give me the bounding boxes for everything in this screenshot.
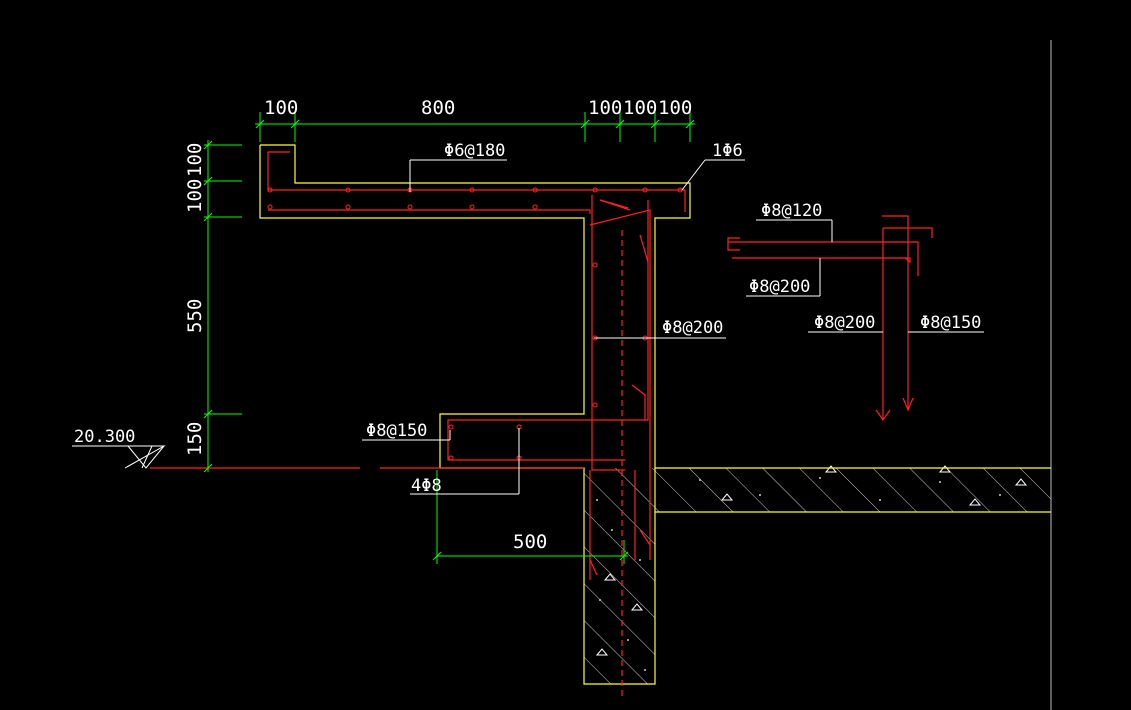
label-detail-right: Φ8@150: [920, 313, 981, 333]
concrete-hatch: [584, 465, 1051, 684]
dim-left-4: 150: [184, 422, 206, 456]
dim-top-4: 100: [623, 97, 657, 119]
dim-left-1: 100: [184, 143, 206, 177]
label-top-bar: Φ6@180: [444, 141, 505, 161]
dimensions-bottom: 500: [432, 470, 629, 564]
dimensions-top: 100 800 100 100 100: [255, 97, 695, 142]
label-edge-bar: 1Φ6: [712, 141, 743, 161]
dim-top-5: 100: [658, 97, 692, 119]
dim-left-2: 100: [184, 179, 206, 213]
rebar-detail: [727, 215, 933, 422]
dimensions-left: 100 100 550 150: [184, 140, 242, 473]
rebar: [150, 151, 686, 700]
label-detail-left: Φ8@200: [814, 313, 875, 333]
elevation-label: 20.300: [74, 427, 135, 447]
dim-top-1: 100: [264, 97, 298, 119]
label-wall-bar: Φ8@200: [662, 318, 723, 338]
label-detail-top: Φ8@120: [761, 201, 822, 221]
label-detail-mid: Φ8@200: [749, 277, 810, 297]
rebar-labels: Φ6@180 1Φ6 Φ8@200 Φ8@150 4Φ8 Φ8@120 Φ8@2…: [362, 141, 984, 496]
dim-bottom: 500: [513, 531, 547, 553]
dim-top-3: 100: [588, 97, 622, 119]
dim-left-3: 550: [184, 299, 206, 333]
label-ledge-bar: Φ8@150: [366, 421, 427, 441]
section-outline: [259, 144, 1051, 685]
elevation-mark: 20.300: [72, 427, 166, 469]
dim-top-2: 800: [421, 97, 455, 119]
label-ledge-long: 4Φ8: [411, 476, 442, 496]
